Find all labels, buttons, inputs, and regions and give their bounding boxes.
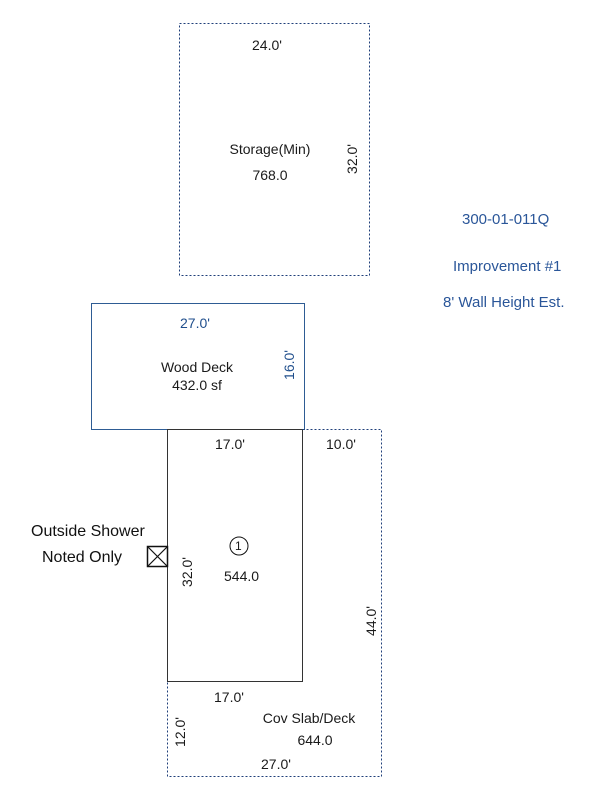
storage-name: Storage(Min) bbox=[229, 141, 311, 157]
storage-outline bbox=[179, 23, 370, 276]
deck-name: Wood Deck bbox=[160, 359, 234, 375]
main-top-dimension: 17.0' bbox=[215, 436, 245, 452]
parcel-number: 300-01-011Q bbox=[462, 211, 550, 228]
cov-slab-outline bbox=[167, 429, 382, 777]
wall-height-note: 8' Wall Height Est. bbox=[443, 294, 565, 311]
storage-top-dimension: 24.0' bbox=[252, 37, 282, 53]
deck-top-dimension: 27.0' bbox=[180, 315, 210, 331]
deck-label: Wood Deck 432.0 sf bbox=[142, 359, 252, 394]
cov-slab-right-dimension: 44.0' bbox=[362, 606, 379, 636]
main-area-value: 544.0 bbox=[224, 568, 260, 584]
deck-area: 432.0 sf bbox=[172, 376, 222, 393]
cov-slab-area: 644.0 bbox=[297, 731, 333, 748]
cov-slab-name: Cov Slab/Deck bbox=[262, 710, 356, 726]
main-area-number: 1 bbox=[235, 539, 242, 553]
cov-slab-inner-dimension: 17.0' bbox=[214, 689, 244, 705]
main-left-dimension: 32.0' bbox=[178, 557, 195, 587]
main-area-outline bbox=[167, 429, 303, 682]
cov-slab-bottom-dimension: 27.0' bbox=[261, 756, 291, 772]
storage-right-dimension: 32.0' bbox=[343, 144, 360, 174]
storage-area: 768.0 bbox=[252, 166, 288, 183]
shower-icon bbox=[146, 545, 169, 568]
shower-note-line2: Noted Only bbox=[42, 549, 123, 566]
cov-slab-top-dimension: 10.0' bbox=[326, 436, 356, 452]
storage-label: Storage(Min) 768.0 bbox=[215, 141, 325, 184]
deck-right-dimension: 16.0' bbox=[280, 350, 297, 380]
area-number-circle bbox=[229, 536, 249, 556]
improvement-label: Improvement #1 bbox=[453, 258, 562, 275]
shower-note-line1: Outside Shower bbox=[31, 523, 145, 540]
cov-slab-left-dimension: 12.0' bbox=[171, 717, 188, 747]
cov-slab-label: Cov Slab/Deck 644.0 bbox=[250, 710, 368, 749]
